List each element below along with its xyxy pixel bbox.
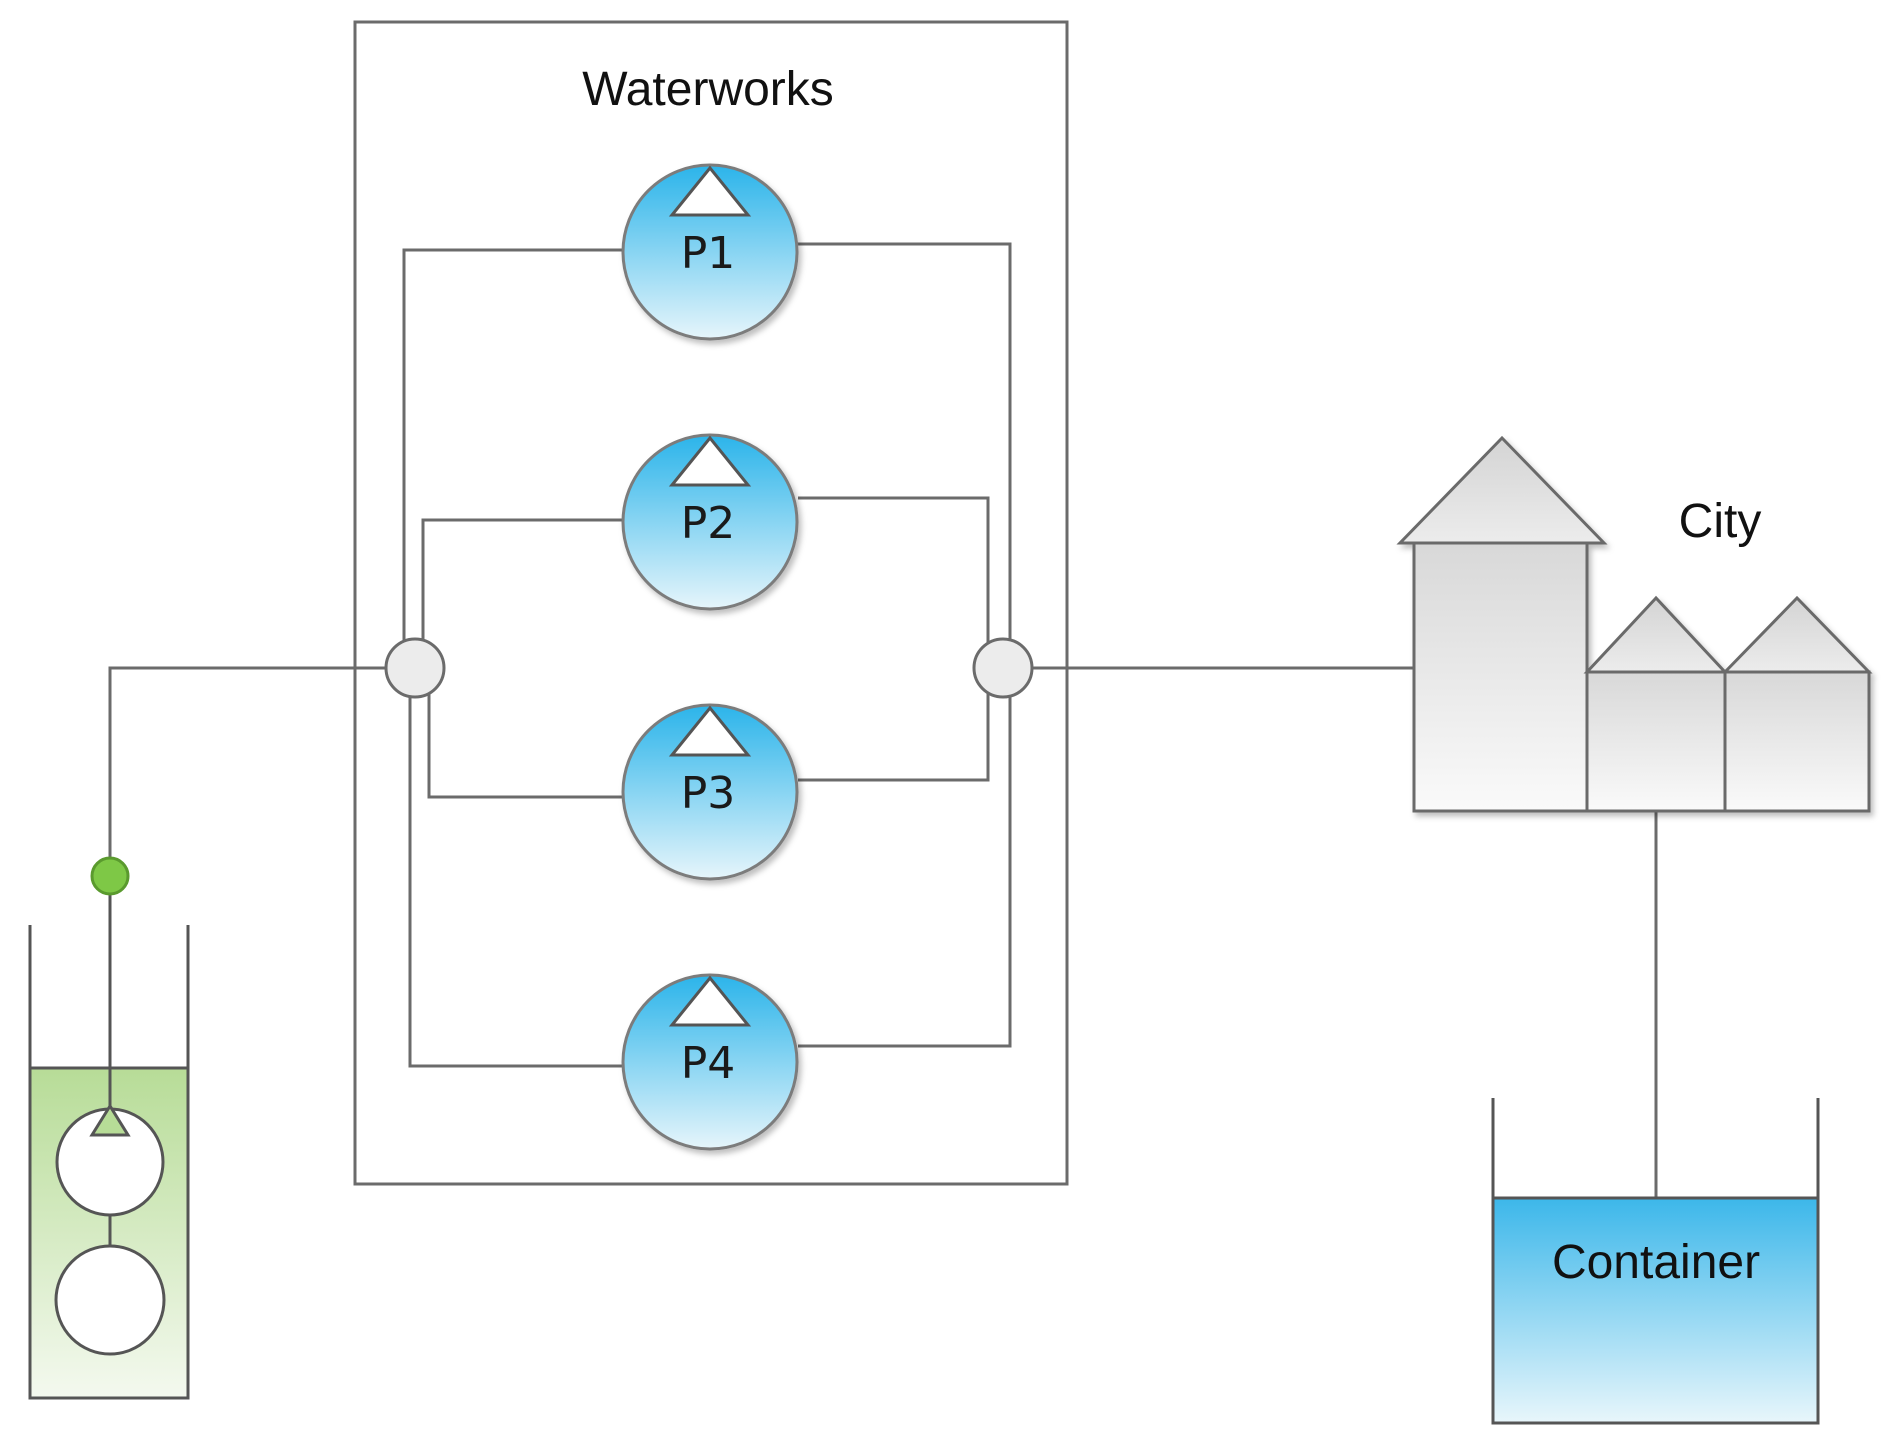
pump-icon [621,703,799,881]
house [1585,670,1727,813]
water-container-icon [1491,1098,1820,1425]
pump-p2 [621,433,799,611]
pipe-manifold-left-inner [421,518,623,648]
pump-p1 [621,163,799,341]
container-label: Container [1552,1236,1760,1289]
well-walls [28,925,190,1400]
tower-roof [1396,435,1608,545]
pipe-manifold-right-inner [798,496,990,648]
pump-p3 [621,703,799,881]
pump-arrow-icon [668,435,752,487]
well [28,856,190,1400]
pipe-manifold-left-inner-lower [427,692,623,799]
junction-node-icon [972,637,1034,699]
pump-label: P2 [681,498,736,549]
motor-icon [54,1244,166,1356]
pipe-manifold-left-outer-lower [408,695,623,1068]
pipe-manifold-right-inner-lower [798,692,990,782]
check-valve-icon [90,856,130,896]
city-buildings-icon [1396,435,1873,813]
container-walls [1491,1098,1820,1425]
pump-icon [621,163,799,341]
pipe-manifold-left-outer [402,248,623,645]
pump-icon [621,973,799,1151]
pipe-well-to-waterworks [108,666,388,1105]
pump-arrow-icon [668,705,752,757]
pump-arrow-icon [668,975,752,1027]
house [1723,670,1871,813]
pump-label: P3 [681,768,736,819]
pump-label: P4 [681,1038,736,1089]
pump-arrow-icon [89,1103,131,1137]
pipe-manifold-right-outer-lower [798,695,1012,1048]
pump-arrow-icon [668,165,752,217]
junction-node-icon [384,637,446,699]
pump-p4 [621,973,799,1151]
container-water [1493,1198,1818,1423]
pump-icon [621,433,799,611]
city-label: City [1679,495,1762,548]
pipe-manifold-right-outer [798,242,1012,645]
tower [1412,541,1589,813]
house-roof [1583,595,1729,674]
waterworks-title: Waterworks [582,63,834,116]
house-roof [1721,595,1873,674]
pump-label: P1 [681,228,736,279]
